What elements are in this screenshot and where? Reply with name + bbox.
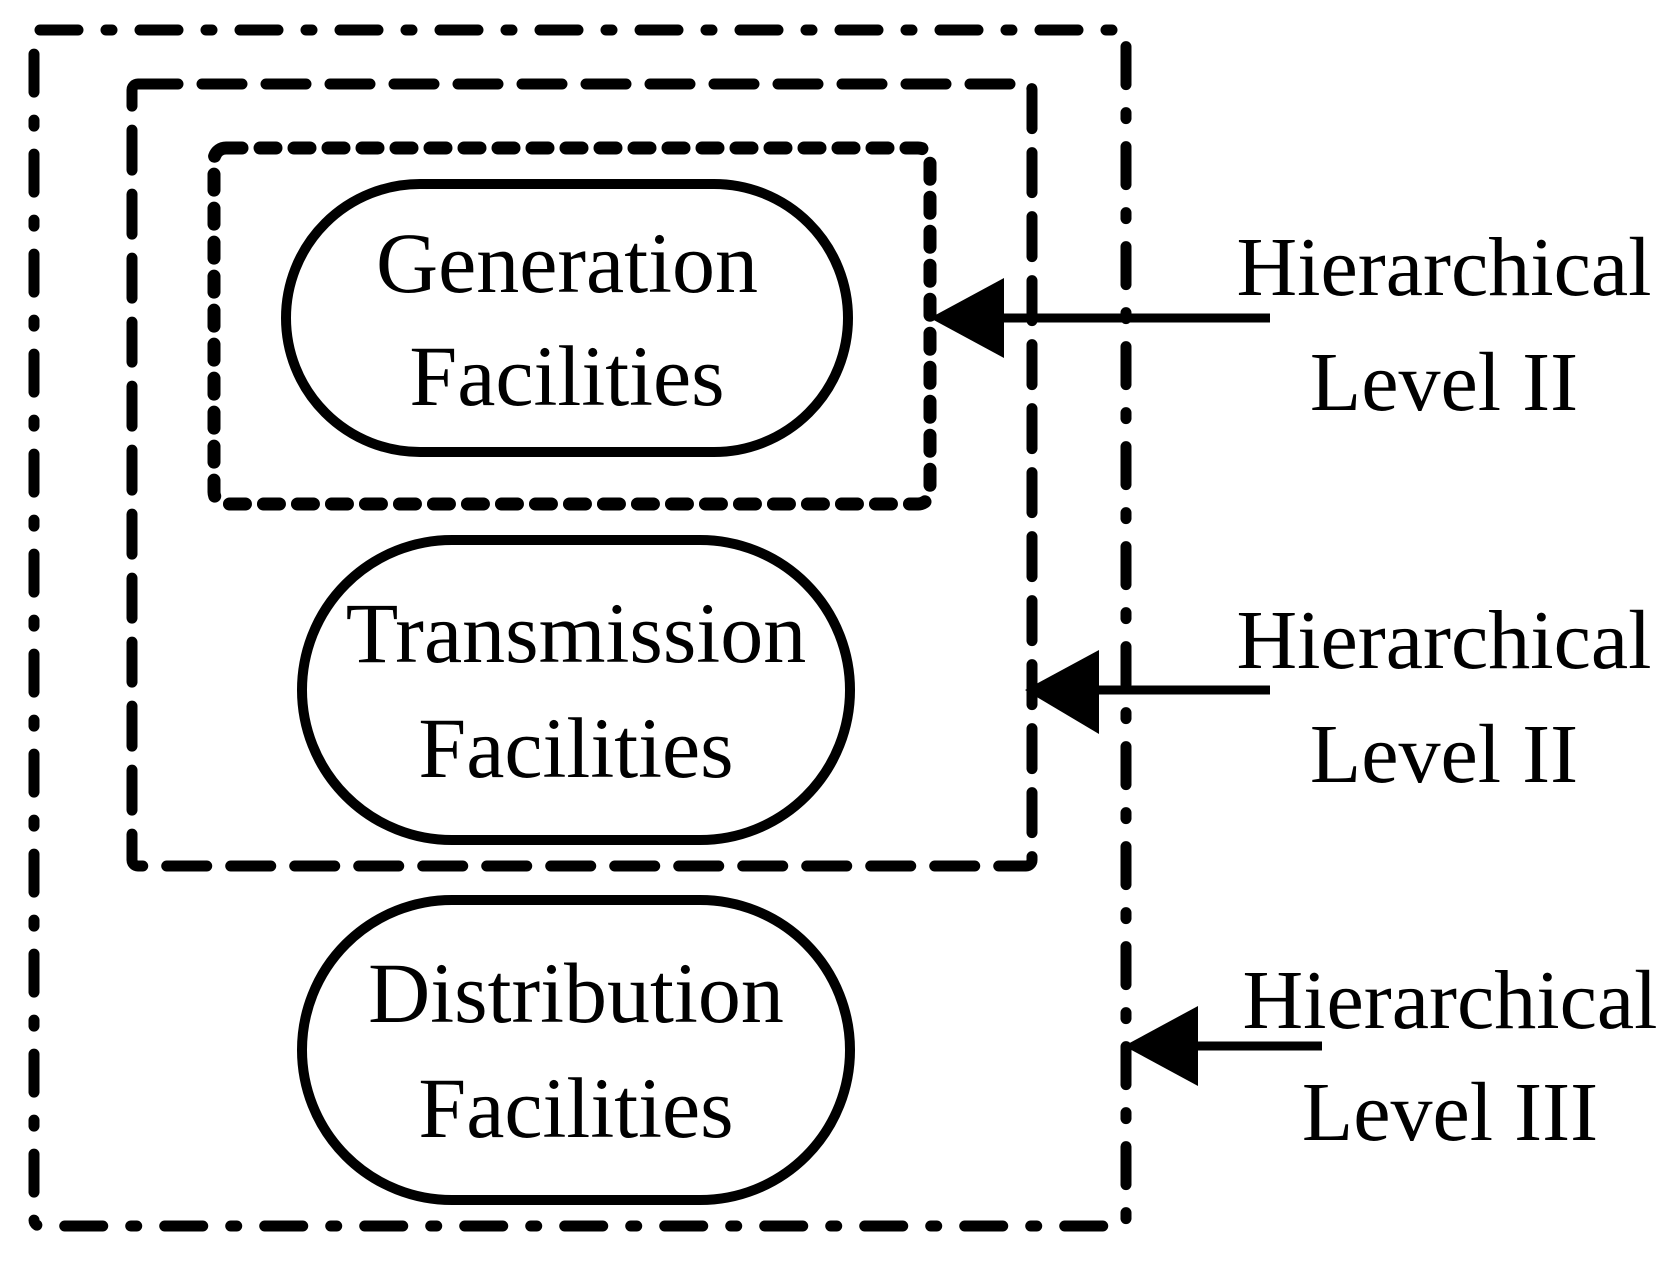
level-label-1-line1: Hierarchical (1236, 221, 1651, 314)
transmission-facilities-shape (297, 535, 855, 845)
level-label-2-line2: Level II (1310, 708, 1578, 801)
level-arrow-2 (1025, 650, 1270, 734)
distribution-facilities-label-line2: Facilities (418, 1060, 733, 1156)
distribution-facilities-node: Distribution Facilities (297, 895, 855, 1205)
transmission-facilities-node: Transmission Facilities (297, 535, 855, 845)
generation-facilities-label-line2: Facilities (409, 328, 724, 424)
level-arrow-1 (930, 278, 1270, 358)
generation-facilities-label-line1: Generation (376, 215, 758, 311)
level-label-1-line2: Level II (1310, 336, 1578, 429)
level-generation-boundary (207, 141, 937, 511)
level-arrow-1-head (930, 278, 1004, 358)
generation-facilities-node: Generation Facilities (281, 179, 853, 457)
distribution-facilities-shape (297, 895, 855, 1205)
level-two-transmission-boundary (126, 78, 1038, 872)
level-three-boundary (28, 24, 1132, 1232)
level-arrow-2-head (1025, 650, 1099, 734)
distribution-facilities-label-line1: Distribution (368, 945, 784, 1041)
level-label-3-line2: Level III (1302, 1066, 1598, 1159)
level-arrow-3 (1124, 1006, 1322, 1086)
transmission-facilities-label-line2: Facilities (418, 700, 733, 796)
level-label-3-line1: Hierarchical (1242, 954, 1657, 1047)
transmission-facilities-label-line1: Transmission (346, 585, 806, 681)
level-label-2-line1: Hierarchical (1236, 594, 1651, 687)
generation-facilities-shape (281, 179, 853, 457)
level-arrow-3-head (1124, 1006, 1198, 1086)
